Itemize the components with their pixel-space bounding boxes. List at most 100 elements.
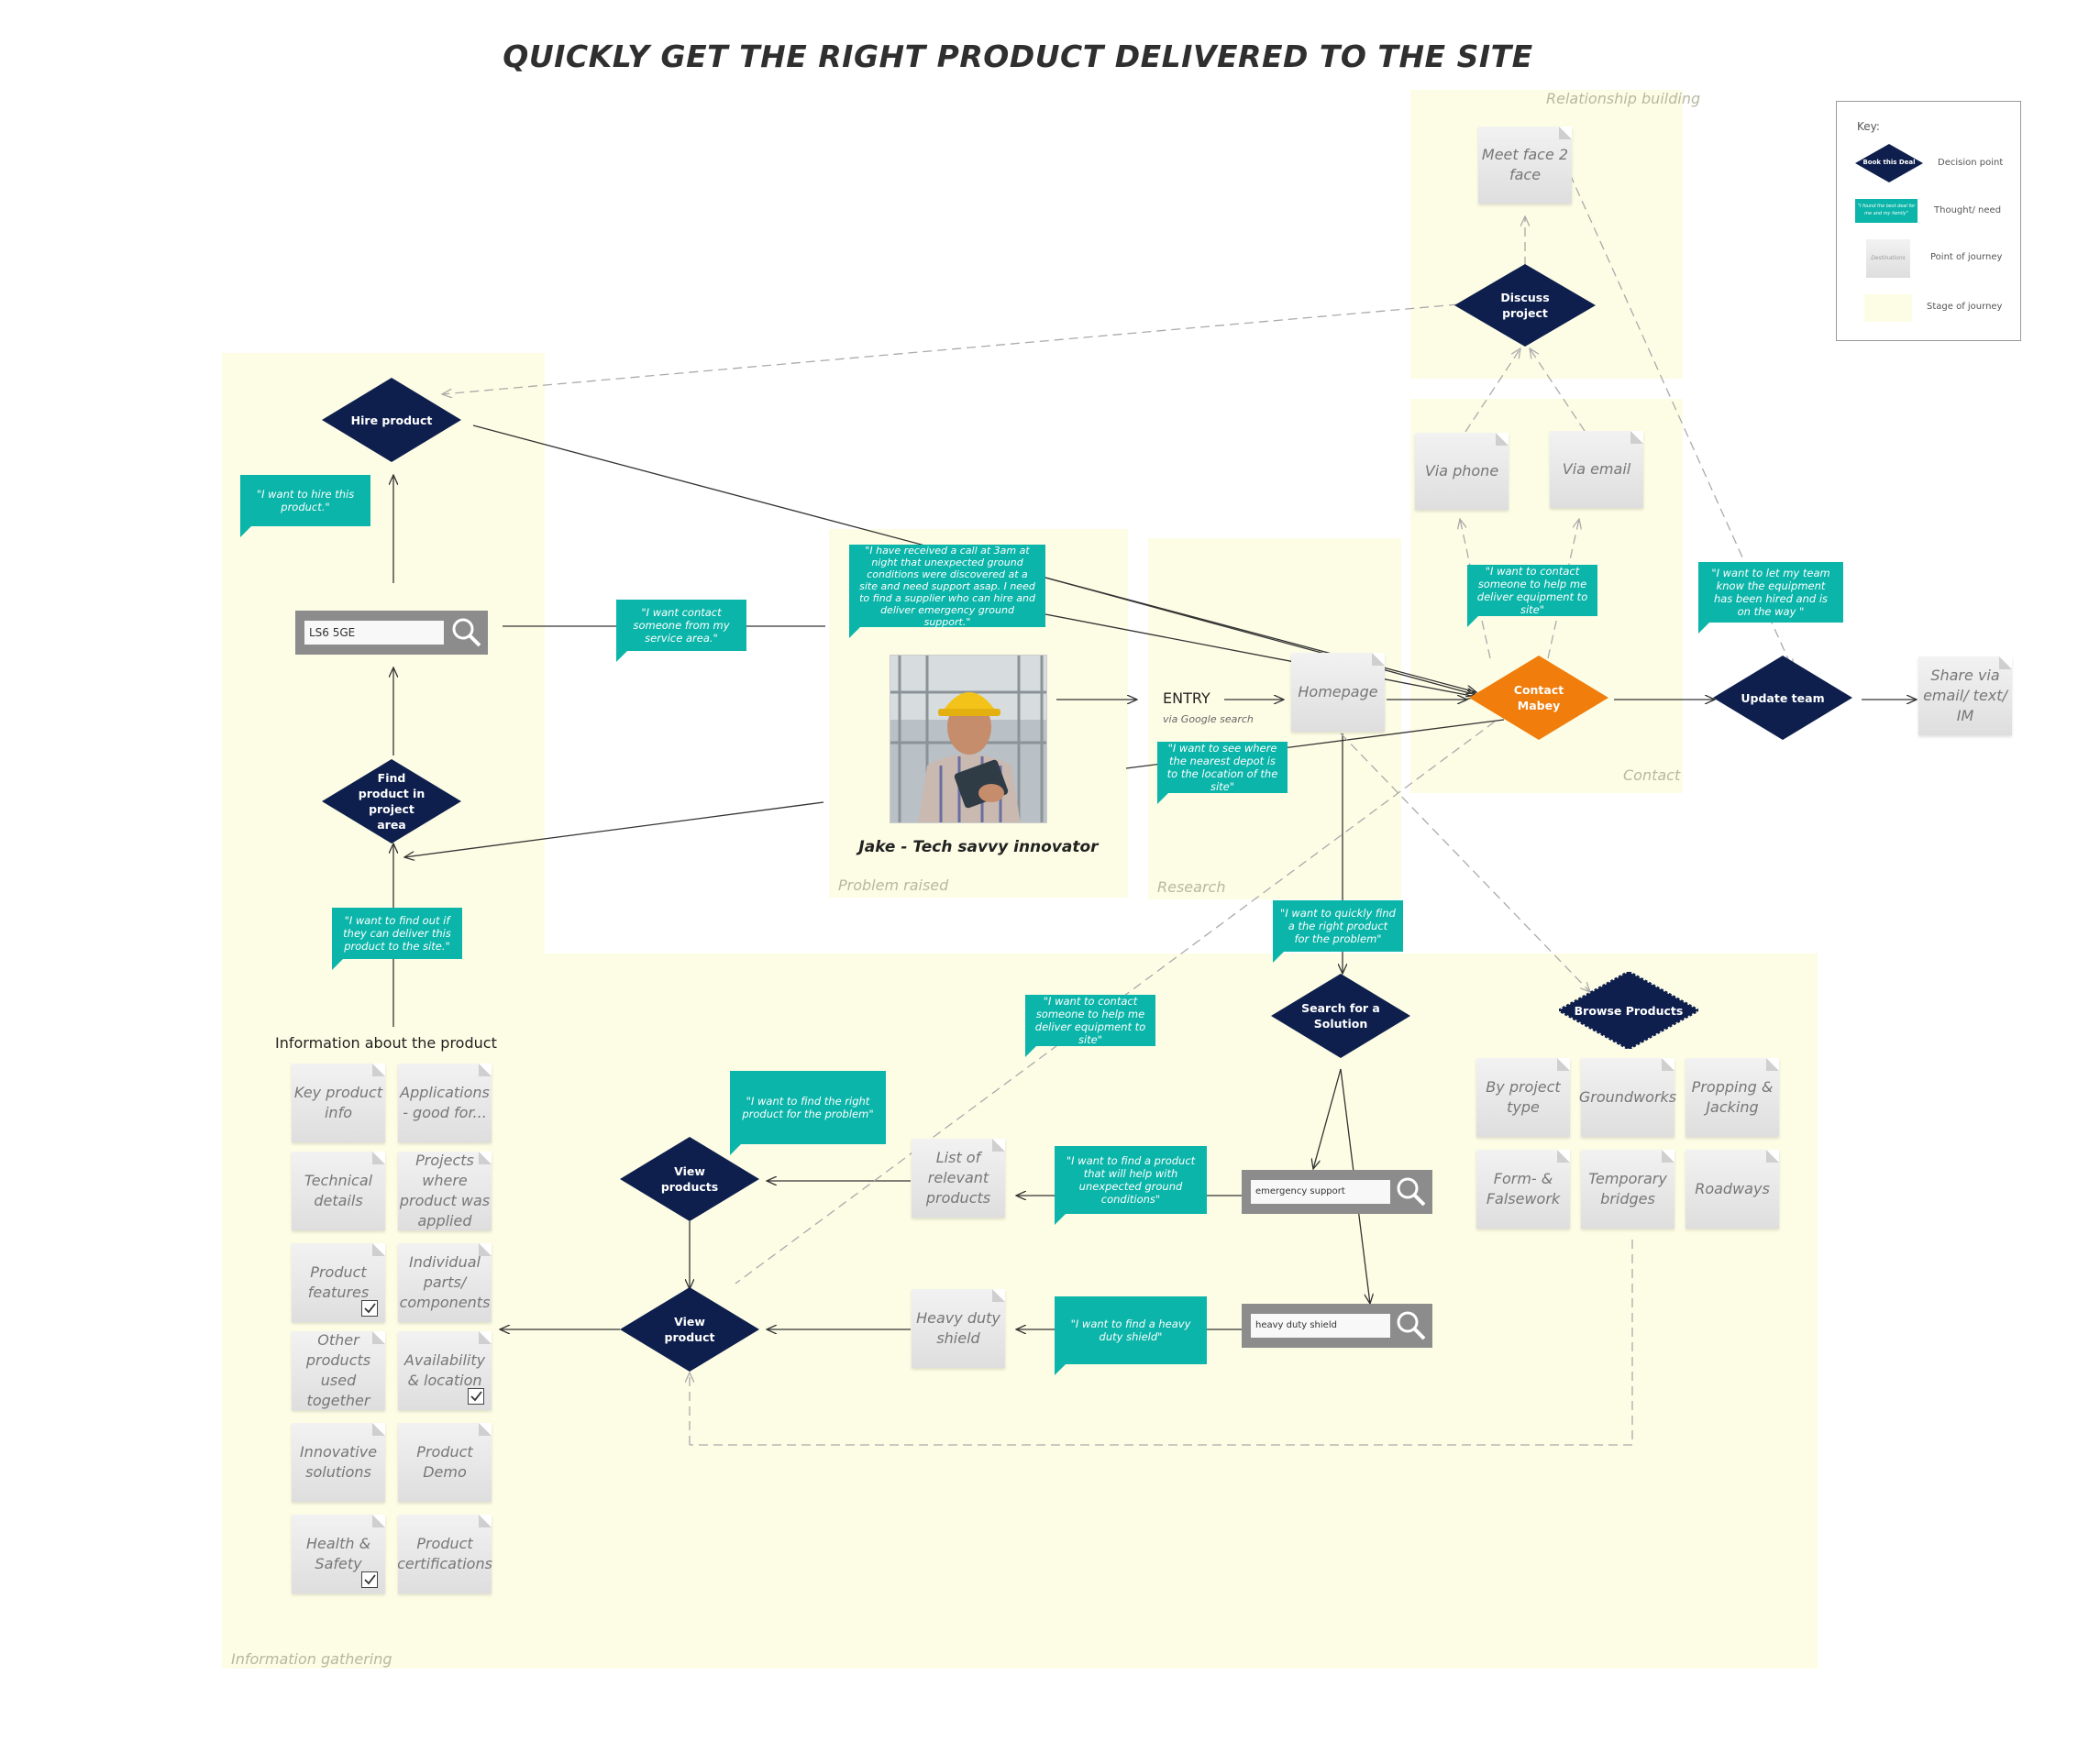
- decision-contact-mabey-label: Contact Mabey: [1513, 683, 1564, 712]
- info-item[interactable]: Product Demo: [398, 1423, 492, 1502]
- info-item[interactable]: Availability & location: [398, 1331, 492, 1410]
- info-item-label: Individual parts/ components: [399, 1253, 491, 1311]
- thought-find-out-deliver: "I want to find out if they can deliver …: [332, 908, 462, 970]
- decision-view-product[interactable]: View product: [620, 1287, 759, 1372]
- info-item-label: Other products used together: [305, 1331, 371, 1409]
- thought-find-right-product: "I want to find the right product for th…: [730, 1071, 886, 1155]
- point-form-falsework[interactable]: Form- & Falsework: [1476, 1150, 1570, 1229]
- info-item[interactable]: Key product info: [292, 1064, 385, 1142]
- legend-stage-sample: [1864, 294, 1912, 322]
- info-heading: Information about the product: [275, 1034, 497, 1052]
- decision-discuss-project[interactable]: Discuss project: [1454, 264, 1596, 347]
- decision-browse-products[interactable]: Browse Products: [1559, 972, 1698, 1049]
- thought-heavy-duty-shield: "I want to find a heavy duty shield": [1055, 1296, 1207, 1375]
- search-icon[interactable]: [451, 617, 482, 648]
- thought-call-3am: "I have received a call at 3am at night …: [849, 545, 1045, 638]
- decision-view-product-label: View product: [664, 1315, 715, 1344]
- info-item[interactable]: Technical details: [292, 1152, 385, 1230]
- point-groundworks[interactable]: Groundworks: [1579, 1058, 1676, 1137]
- persona-photo: [890, 655, 1047, 823]
- info-grid: Key product info Applications - good for.…: [292, 1064, 493, 1595]
- legend-thought: Thought/ need: [1934, 205, 2002, 215]
- entry-label: ENTRY: [1163, 689, 1210, 707]
- point-homepage[interactable]: Homepage: [1291, 653, 1385, 732]
- legend-decision-sample-text: Book this Deal: [1862, 159, 1916, 166]
- info-item-label: Health & Safety: [305, 1535, 371, 1572]
- decision-update-team-label: Update team: [1741, 690, 1825, 705]
- persona-name: Jake - Tech savvy innovator: [858, 838, 1099, 856]
- heavy-search-input[interactable]: heavy duty shield: [1251, 1314, 1390, 1338]
- decision-hire-product-label: Hire product: [350, 413, 433, 427]
- decision-update-team[interactable]: Update team: [1713, 656, 1852, 740]
- legend-key: Key: Book this Deal Decision point "I fo…: [1836, 101, 2021, 341]
- legend-decision: Decision point: [1938, 158, 2004, 168]
- thought-contact-help-top: "I want to contact someone to help me de…: [1467, 565, 1597, 627]
- search-icon[interactable]: [1396, 1310, 1427, 1341]
- decision-search-solution[interactable]: Search for a Solution: [1271, 974, 1410, 1058]
- decision-hire-product[interactable]: Hire product: [322, 378, 461, 462]
- info-item[interactable]: Health & Safety: [292, 1515, 385, 1593]
- info-item-label: Product features: [307, 1263, 370, 1301]
- thought-contact-service-area: "I want contact someone from my service …: [616, 600, 746, 662]
- stage-label-relationship: Relationship building: [1546, 90, 1701, 107]
- point-share[interactable]: Share via email/ text/ IM: [1918, 656, 2012, 735]
- point-heavy-duty-shield[interactable]: Heavy duty shield: [912, 1289, 1005, 1368]
- decision-contact-mabey[interactable]: Contact Mabey: [1469, 656, 1608, 740]
- emergency-search-input[interactable]: emergency support: [1251, 1180, 1390, 1204]
- emergency-search[interactable]: emergency support: [1242, 1170, 1432, 1214]
- legend-thought-sample: "I found the best deal for me and my fam…: [1855, 199, 1918, 223]
- decision-find-product-label: Find product in project area: [358, 771, 426, 832]
- thought-contact-help-mid: "I want to contact someone to help me de…: [1025, 995, 1155, 1057]
- legend-title: Key:: [1857, 120, 1880, 133]
- thought-unexpected-ground: "I want to find a product that will help…: [1055, 1146, 1207, 1225]
- info-item[interactable]: Product certifications: [397, 1515, 492, 1593]
- info-item[interactable]: Projects where product was applied: [398, 1152, 492, 1230]
- decision-view-products[interactable]: View products: [620, 1137, 759, 1221]
- thought-quickly-find: "I want to quickly find a the right prod…: [1273, 900, 1403, 963]
- info-item-label: Applications - good for...: [400, 1084, 490, 1121]
- legend-decision-sample: [1855, 144, 1923, 182]
- checkbox-checked-icon[interactable]: [361, 1300, 378, 1317]
- heavy-search[interactable]: heavy duty shield: [1242, 1304, 1432, 1348]
- legend-stage: Stage of journey: [1927, 302, 2003, 312]
- search-icon[interactable]: [1396, 1176, 1427, 1207]
- thought-let-team-know: "I want to let my team know the equipmen…: [1698, 562, 1843, 634]
- legend-point: Point of journey: [1930, 252, 2003, 262]
- info-item[interactable]: Innovative solutions: [292, 1423, 385, 1502]
- thought-nearest-depot: "I want to see where the nearest depot i…: [1157, 742, 1288, 804]
- point-roadways[interactable]: Roadways: [1686, 1150, 1779, 1229]
- checkbox-checked-icon[interactable]: [468, 1388, 484, 1405]
- checkbox-checked-icon[interactable]: [361, 1571, 378, 1588]
- point-propping[interactable]: Propping & Jacking: [1686, 1058, 1779, 1137]
- point-list-products[interactable]: List of relevant products: [912, 1139, 1005, 1218]
- info-item[interactable]: Individual parts/ components: [398, 1243, 492, 1322]
- decision-search-solution-label: Search for a Solution: [1301, 1001, 1380, 1031]
- decision-browse-products-label: Browse Products: [1574, 1003, 1684, 1018]
- stage-label-information: Information gathering: [231, 1650, 392, 1668]
- legend-point-sample: Destinations: [1866, 239, 1910, 278]
- info-item-label: Availability & location: [403, 1351, 486, 1389]
- info-item-label: Key product info: [293, 1084, 383, 1121]
- point-via-phone[interactable]: Via phone: [1415, 433, 1509, 510]
- page-title: QUICKLY GET THE RIGHT PRODUCT DELIVERED …: [503, 39, 1533, 74]
- info-item-label: Product Demo: [416, 1443, 473, 1481]
- info-item-label: Innovative solutions: [299, 1443, 378, 1481]
- stage-label-contact: Contact: [1623, 766, 1681, 784]
- info-item[interactable]: Applications - good for...: [398, 1064, 492, 1142]
- info-item[interactable]: Other products used together: [292, 1331, 385, 1410]
- info-item-label: Projects where product was applied: [399, 1152, 491, 1229]
- point-via-email[interactable]: Via email: [1550, 431, 1643, 508]
- point-temp-bridges[interactable]: Temporary bridges: [1581, 1150, 1674, 1229]
- decision-discuss-project-label: Discuss project: [1500, 291, 1550, 320]
- point-by-project-type[interactable]: By project type: [1476, 1058, 1570, 1137]
- info-item[interactable]: Product features: [292, 1243, 385, 1322]
- point-meet-face[interactable]: Meet face 2 face: [1478, 127, 1572, 204]
- decision-view-products-label: View products: [660, 1164, 719, 1194]
- decision-find-product[interactable]: Find product in project area: [322, 759, 461, 843]
- stage-label-problem: Problem raised: [838, 877, 949, 894]
- postcode-search[interactable]: LS6 5GE: [295, 611, 488, 655]
- info-item-label: Technical details: [304, 1172, 373, 1209]
- postcode-search-input[interactable]: LS6 5GE: [304, 621, 444, 645]
- entry-sublabel: via Google search: [1163, 713, 1254, 725]
